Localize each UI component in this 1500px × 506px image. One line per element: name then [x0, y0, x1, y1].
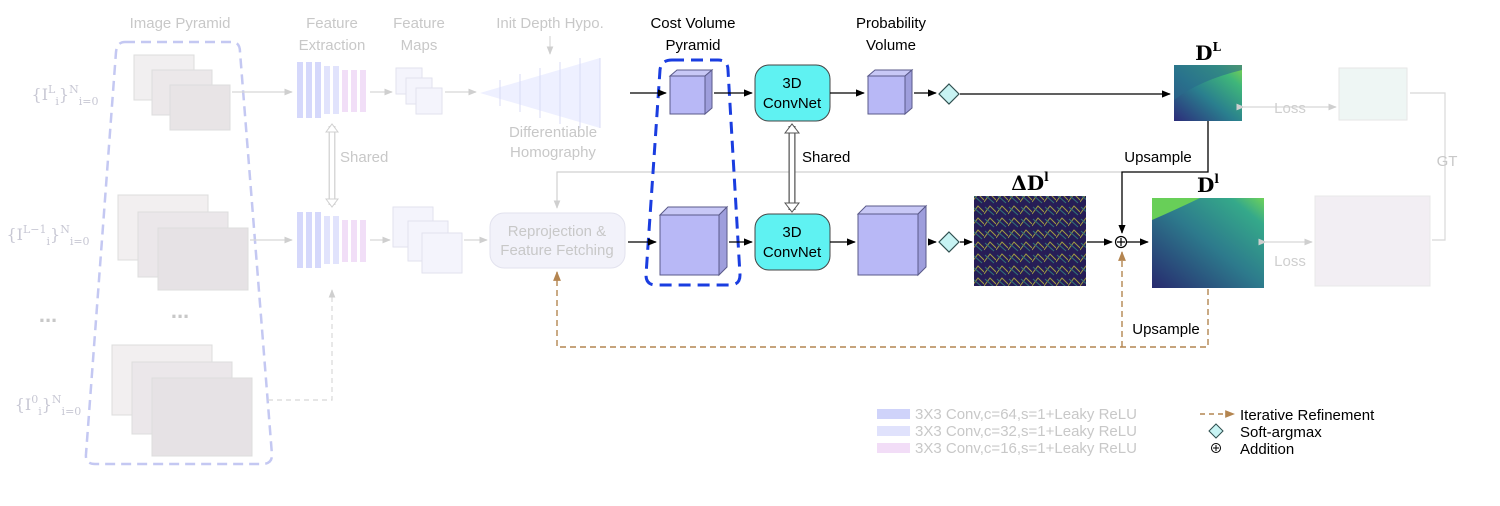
loss-top-label: Loss — [1274, 100, 1306, 117]
image-pyramid-label: Image Pyramid — [130, 15, 231, 32]
depth-map-fine-label: Dl — [1197, 172, 1219, 197]
ellipsis-images: ... — [171, 298, 189, 323]
image-stack-level-L-1 — [117, 194, 249, 291]
feature-extraction-top — [297, 62, 366, 118]
symbol-legend: Iterative Refinement Soft-argmax Additio… — [1200, 407, 1375, 458]
upsample-top-label: Upsample — [1124, 149, 1192, 166]
legend-addition: Addition — [1240, 441, 1294, 458]
conv-legend: 3X3 Conv,c=64,s=1+Leaky ReLU 3X3 Conv,c=… — [877, 406, 1137, 457]
init-depth-hypo-label: Init Depth Hypo. — [496, 15, 604, 32]
input-label-level-L: {ILi}Ni=0 — [32, 83, 99, 108]
legend-soft-argmax: Soft-argmax — [1240, 424, 1322, 441]
convnet-3d-top — [754, 64, 831, 122]
image-stack-level-L — [133, 54, 231, 131]
depth-hypothesis-fan — [480, 58, 601, 128]
convnet-3d-bottom — [754, 213, 831, 271]
reprojection-label-line1: Reprojection & — [508, 223, 606, 240]
shared-label-faded: Shared — [340, 149, 388, 166]
probability-volume-top — [866, 68, 914, 116]
legend-swatch-c64 — [877, 409, 910, 419]
feature-extraction-bottom — [297, 212, 366, 268]
soft-argmax-bottom-icon — [938, 231, 960, 253]
legend-soft-argmax-icon — [1208, 423, 1224, 439]
input-label-level-0: {I0i}Ni=0 — [15, 393, 82, 418]
convnet-bottom-label-line2: ConvNet — [763, 244, 822, 261]
cost-volume-section: Cost Volume Pyramid 3D ConvNet 3D ConvNe… — [553, 15, 1264, 348]
input-label-level-L-1: {IL−1i}Ni=0 — [6, 223, 89, 248]
convnet-top-label-line1: 3D — [782, 75, 801, 92]
image-stack-level-0 — [111, 344, 253, 457]
gt-depth-coarse — [1338, 67, 1408, 121]
image-pyramid-dashed-box — [84, 40, 274, 466]
gt-depth-fine — [1314, 195, 1431, 287]
probability-volume-bottom — [856, 204, 928, 277]
reprojection-label-line2: Feature Fetching — [500, 242, 613, 259]
shared-label: Shared — [802, 149, 850, 166]
depth-map-coarse-label: DL — [1195, 40, 1221, 65]
feature-maps-bottom — [392, 206, 463, 274]
legend-swatch-c16 — [877, 443, 910, 453]
ellipsis-labels: ... — [39, 302, 57, 327]
residual-depth-image — [974, 196, 1086, 286]
faded-loss-section: Loss Loss GT — [1236, 67, 1458, 287]
differentiable-label: Differentiable — [509, 124, 597, 141]
feature-maps-label-line2: Maps — [401, 37, 438, 54]
feature-extraction-label-line2: Extraction — [299, 37, 366, 54]
soft-argmax-top-icon — [938, 83, 960, 105]
convnet-bottom-label-line1: 3D — [782, 224, 801, 241]
cost-volume-pyramid-label-line1: Cost Volume — [650, 15, 735, 32]
residual-depth-label: ΔDl — [1011, 170, 1049, 195]
legend-iterative-refinement: Iterative Refinement — [1240, 407, 1375, 424]
legend-conv-c64: 3X3 Conv,c=64,s=1+Leaky ReLU — [915, 406, 1137, 423]
cost-volume-top — [668, 68, 714, 116]
legend-conv-c16: 3X3 Conv,c=16,s=1+Leaky ReLU — [915, 440, 1137, 457]
feature-extraction-label-line1: Feature — [306, 15, 358, 32]
cost-volume-bottom — [658, 205, 729, 277]
convnet-top-label-line2: ConvNet — [763, 95, 822, 112]
homography-label: Homography — [510, 144, 596, 161]
feature-maps-top — [395, 67, 443, 115]
probability-volume-label-line1: Probability — [856, 15, 927, 32]
legend-swatch-c32 — [877, 426, 910, 436]
gt-label: GT — [1437, 153, 1458, 170]
feature-maps-label-line1: Feature — [393, 15, 445, 32]
loss-bottom-label: Loss — [1274, 253, 1306, 270]
probability-volume-label-line2: Volume — [866, 37, 916, 54]
depth-map-fine-image — [1152, 198, 1264, 288]
upsample-bottom-label: Upsample — [1132, 321, 1200, 338]
legend-conv-c32: 3X3 Conv,c=32,s=1+Leaky ReLU — [915, 423, 1137, 440]
reprojection-box — [489, 212, 626, 269]
cost-volume-pyramid-label-line2: Pyramid — [665, 37, 720, 54]
faded-left-section: Image Pyramid ... ... {ILi}Ni=0 {IL−1i}N… — [6, 15, 1122, 466]
